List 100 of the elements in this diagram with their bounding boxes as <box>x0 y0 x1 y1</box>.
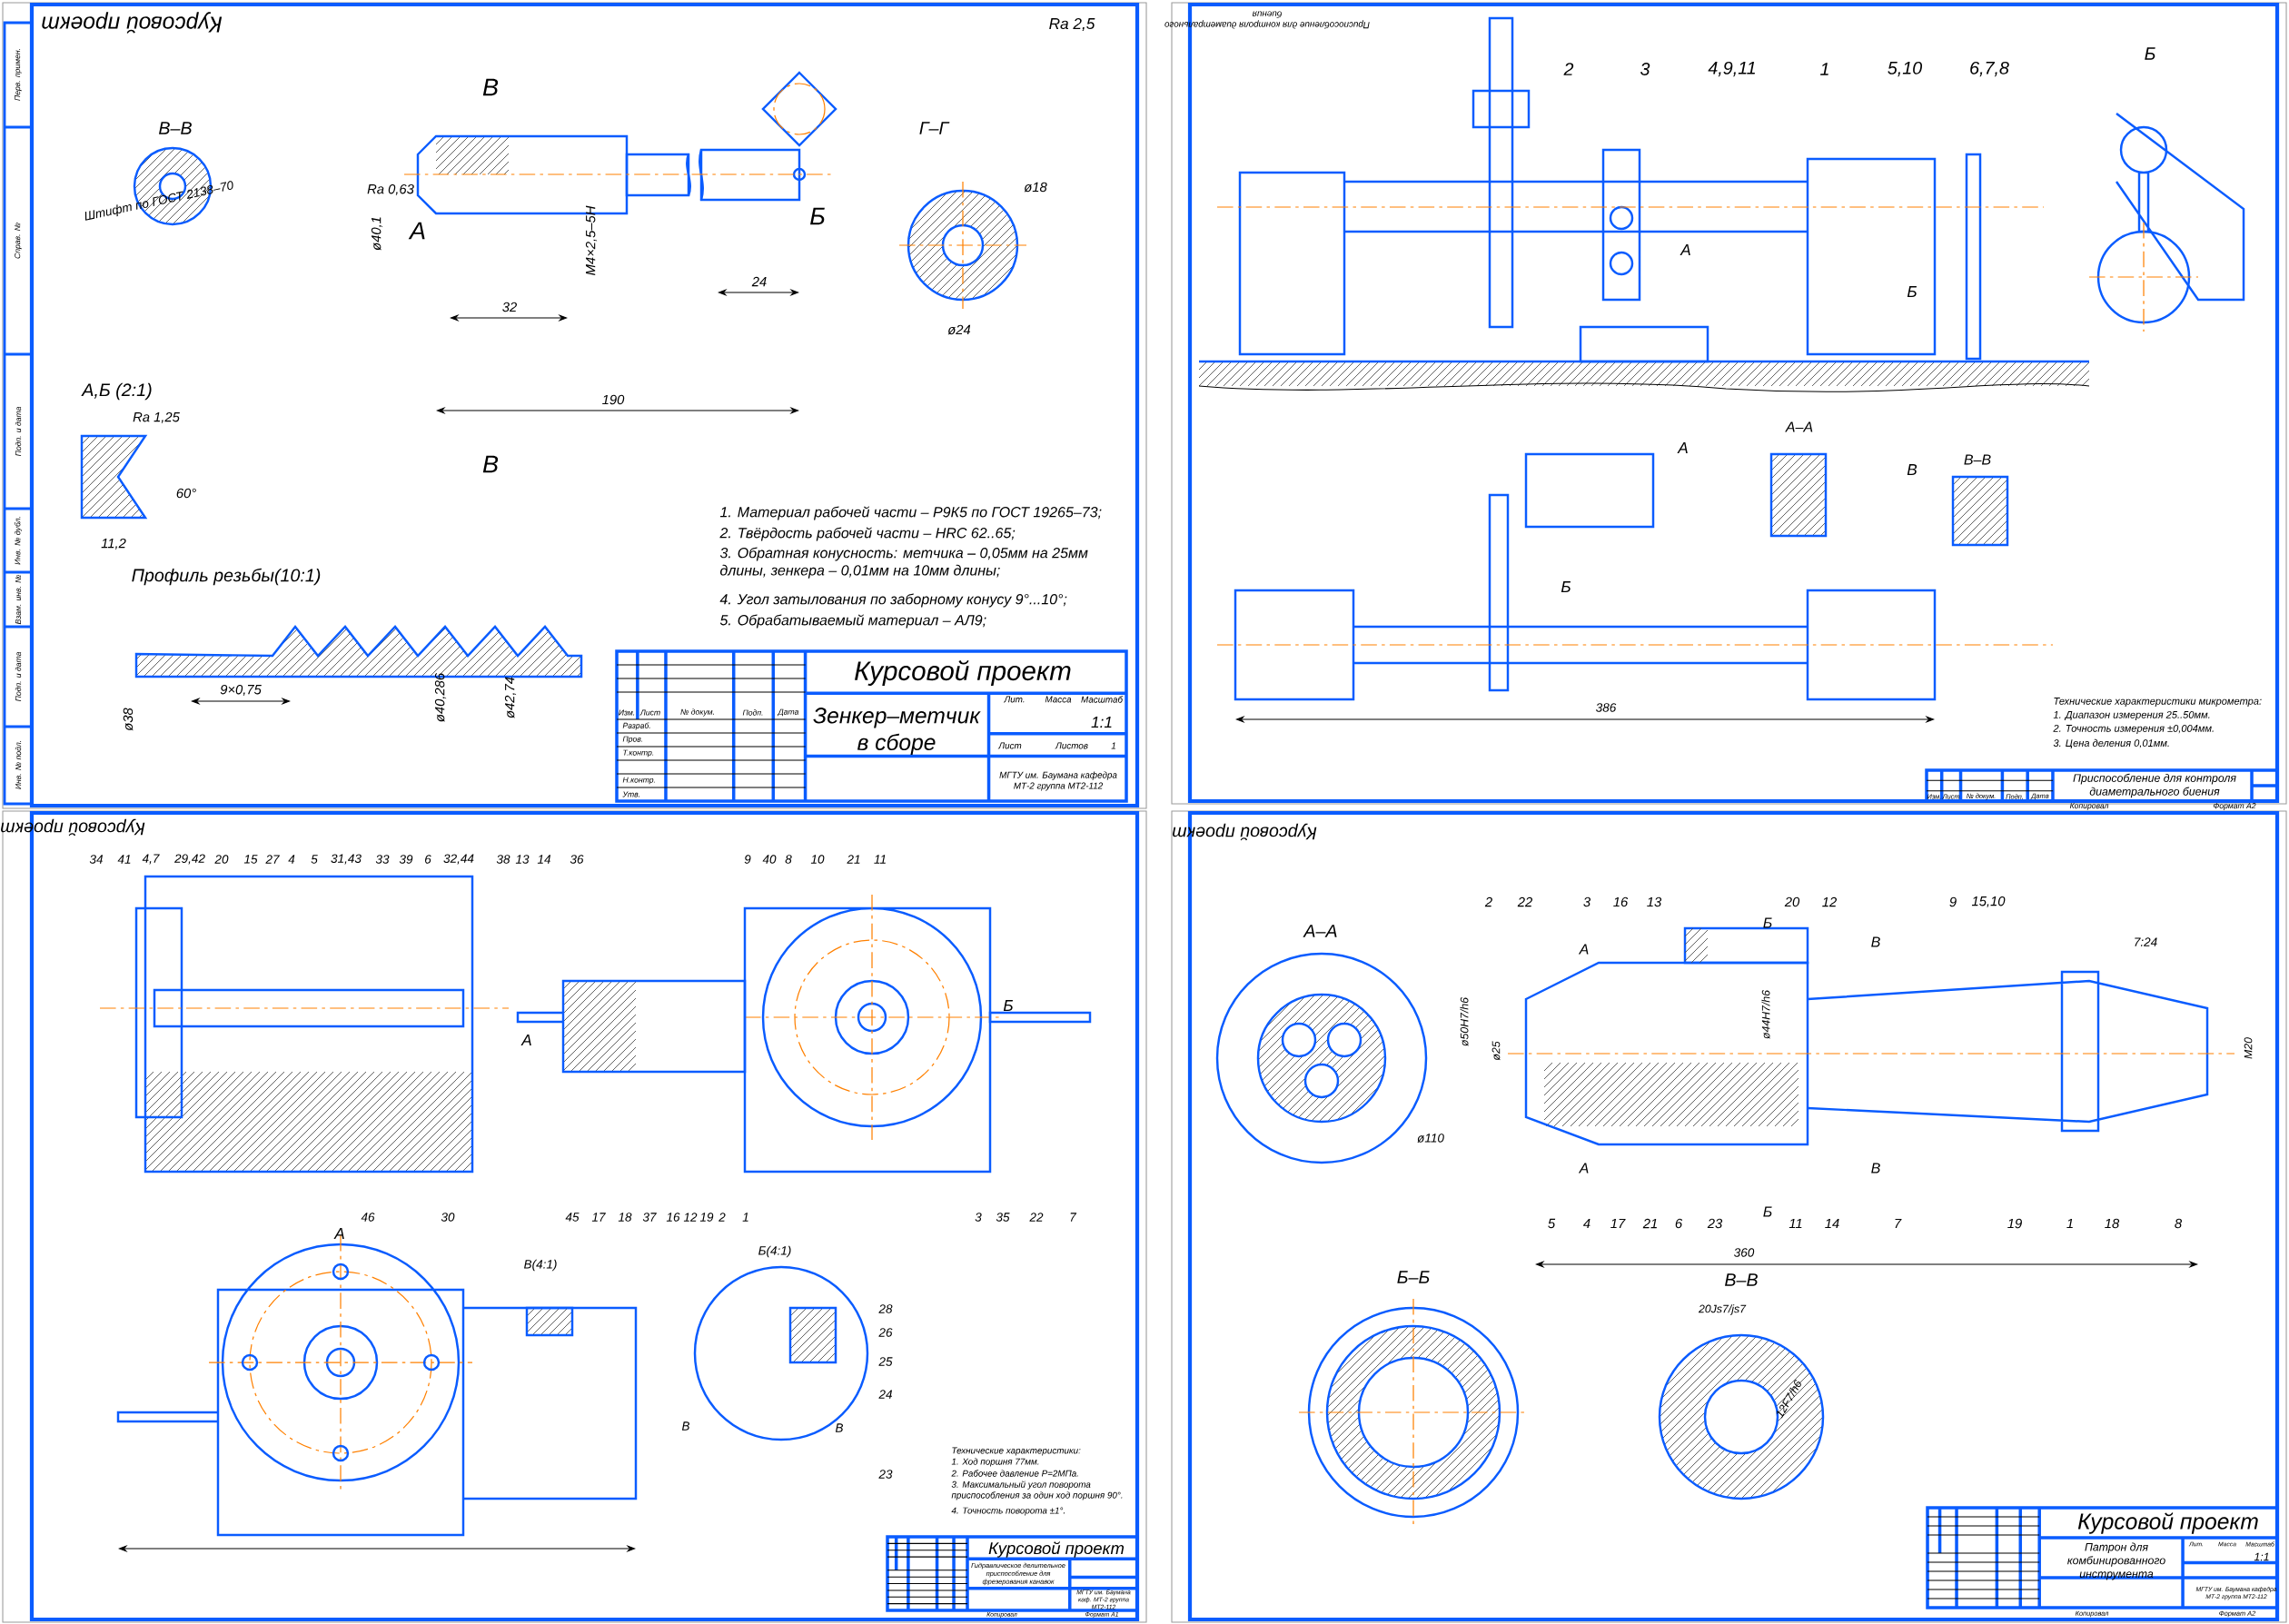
callout-number: 23 <box>1707 1218 1723 1229</box>
callout-number: 28 <box>878 1304 893 1313</box>
callout-number: 33 <box>375 855 390 864</box>
note-text: 4. Точность поворота ±1°. <box>951 1507 1065 1516</box>
callout-number: 1 <box>742 1213 748 1222</box>
callout-number: 22 <box>1029 1213 1044 1222</box>
callout-number: 27 <box>265 855 280 864</box>
dimension-text: ø110 <box>1417 1134 1444 1143</box>
callout-number: 31,43 <box>331 854 362 865</box>
section-label: А–А <box>1303 925 1337 937</box>
title-block-text: Курсовой проект <box>988 1541 1125 1558</box>
callout-number: 41 <box>117 855 131 864</box>
callout-number: 3 <box>1640 63 1650 75</box>
title-block-text: Приспособление для контроля диаметрального биения <box>2073 773 2236 798</box>
side-strip-text: Подп. и дата <box>15 651 22 702</box>
dimension-text: ø40,1 <box>371 217 383 251</box>
callout-number: 10 <box>810 855 825 864</box>
callout-number: 1 <box>2066 1218 2073 1229</box>
note-text: 2. Твёрдость рабочей части – HRC 62..65; <box>719 527 1016 541</box>
callout-number: 13 <box>1647 896 1662 907</box>
roughness-text: Ra 1,25 <box>133 411 180 424</box>
view-letter: В <box>681 1421 690 1431</box>
dimension-text: ø50H7/h6 <box>1460 997 1469 1046</box>
callout-number: 40 <box>762 855 777 864</box>
callout-number: 4 <box>1583 1218 1590 1229</box>
callout-number: 5,10 <box>1888 61 1923 77</box>
title-block-text: Масса <box>1045 696 1072 703</box>
callout-number: 5 <box>311 855 318 864</box>
title-block-text: МГТУ им. Баумана кафедра МТ-2 группа МТ2-112 <box>999 771 1117 791</box>
callout-number: 12 <box>1822 896 1837 907</box>
callout-number: 11 <box>1789 1218 1802 1229</box>
view-letter: Б <box>1763 917 1772 928</box>
callout-number: 3 <box>975 1213 982 1222</box>
section-label: В–В <box>159 122 192 134</box>
side-strip-text: Подп. и дата <box>15 406 22 457</box>
callout-number: 22 <box>1517 896 1532 907</box>
view-letter: А <box>333 1228 344 1239</box>
title-block-text: Пров. <box>622 736 643 744</box>
callout-number: 26 <box>878 1328 893 1337</box>
dimension-text: М4×2,5–5Н <box>585 205 598 275</box>
note-text: 2. Точность измерения ±0,004мм. <box>2053 725 2214 735</box>
callout-number: 2 <box>718 1213 726 1222</box>
dimension-text: ø24 <box>947 324 971 335</box>
title-block-text: Лит. <box>1003 696 1025 703</box>
stamp-text: Курсовой проект <box>1 818 145 837</box>
title-block-text: Н.контр. <box>622 777 655 785</box>
view-letter: В <box>1907 464 1917 475</box>
callout-number: 9 <box>744 855 751 864</box>
section-label: Б–Б <box>1397 1271 1430 1283</box>
note-text: 5. Обрабатываемый материал – АЛ9; <box>719 614 986 629</box>
section-label: В–В <box>1964 454 1991 465</box>
note-text: 1. Диапазон измерения 25..50мм. <box>2053 711 2210 721</box>
title-block-text: Копировал <box>2069 803 2109 810</box>
title-block-text: Т.контр. <box>623 749 654 758</box>
callout-number: 19 <box>2007 1218 2022 1229</box>
note-text: 3. Максимальный угол поворота приспособления за один ход поршня 90°. <box>951 1480 1123 1500</box>
callout-number: 16 <box>666 1213 680 1222</box>
title-block-text: Курсовой проект <box>855 660 1071 686</box>
callout-number: 37 <box>642 1213 657 1222</box>
dimension-text: 60° <box>176 488 196 499</box>
dimension-text: ø42,74 <box>504 677 517 718</box>
dimension-text: ø40,286 <box>434 672 447 722</box>
side-strip-text: Инв. № дубл. <box>15 517 23 565</box>
roughness-text: Ra 2,5 <box>1049 17 1095 32</box>
title-block-text: 1:1 <box>2254 1552 2269 1561</box>
title-block-text: Зенкер–метчик в сборе <box>813 708 981 755</box>
section-label: Б(4:1) <box>758 1245 791 1258</box>
view-letter: А <box>1677 442 1688 453</box>
callout-number: 30 <box>441 1213 455 1222</box>
dimension-text: 360 <box>1734 1248 1755 1257</box>
dimension-text: М20 <box>2244 1037 2253 1059</box>
view-letter: В <box>1871 936 1880 947</box>
view-letter: В <box>482 78 499 96</box>
section-label: А,Б (2:1) <box>81 382 152 401</box>
view-letter: А <box>1680 244 1690 255</box>
callout-number: 39 <box>399 855 413 864</box>
note-text: 4. Угол затылования по заборному конусу 9°...10°; <box>719 593 1067 608</box>
section-label: А–А <box>1785 421 1813 432</box>
callout-number: 6 <box>1675 1218 1683 1229</box>
title-block-text: Листов <box>1055 742 1088 749</box>
note-text: 2. Рабочее давление Р=2МПа. <box>951 1470 1078 1477</box>
dimension-text: 24 <box>751 276 767 287</box>
title-block-text: 1:1 <box>1091 717 1112 728</box>
title-block-text: № докум. <box>680 708 714 717</box>
callout-number: 3 <box>1583 896 1590 907</box>
callout-number: 4,9,11 <box>1708 61 1755 77</box>
roughness-text: Ra 0,63 <box>367 183 414 196</box>
side-strip-text: Справ. № <box>15 223 22 259</box>
dimension-text: 9×0,75 <box>220 684 262 697</box>
callout-number: 12 <box>683 1213 698 1222</box>
view-letter: Б <box>1763 1206 1772 1217</box>
section-label: Г–Г <box>919 122 950 134</box>
dimension-text: 190 <box>602 394 625 405</box>
title-block-text: Дата <box>777 708 799 717</box>
view-letter: В <box>835 1423 844 1432</box>
note-text: Технические характеристики микрометра: <box>2054 698 2262 707</box>
callout-number: 19 <box>699 1213 714 1222</box>
view-letter: Б <box>1561 581 1571 592</box>
callout-number: 21 <box>1642 1218 1657 1229</box>
stamp-text: Курсовой проект <box>42 12 223 34</box>
